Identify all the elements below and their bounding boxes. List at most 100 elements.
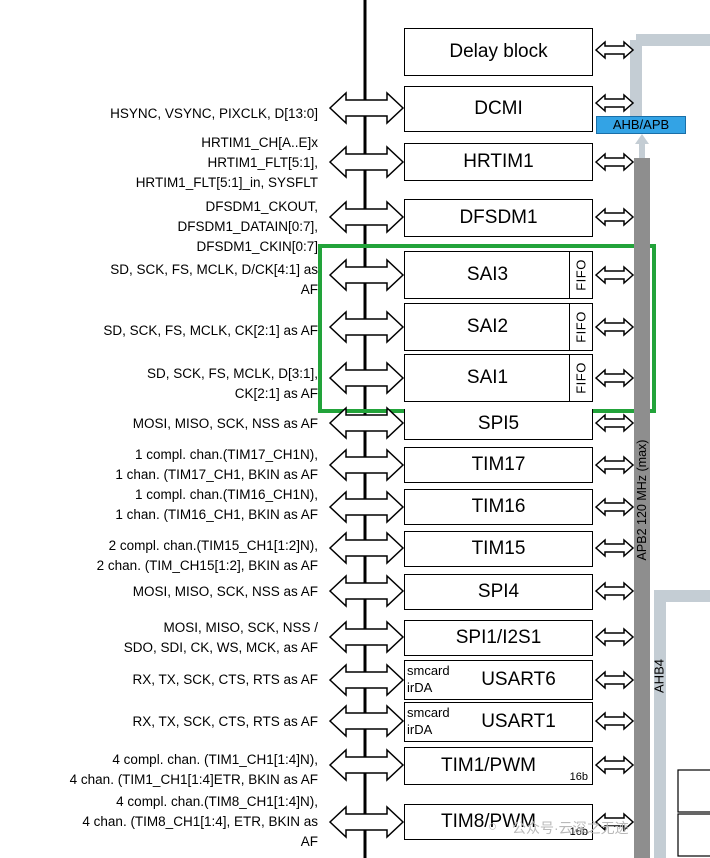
signals-tim8-line1: 4 compl. chan.(TIM8_CH1[1:4]N), [116,794,318,809]
right-arrow-icon-7 [594,413,635,433]
signals-tim1-line2: 4 chan. (TIM1_CH1[1:4]ETR, BKIN as AF [69,772,318,787]
block-tim16: TIM16 [404,489,593,525]
right-arrow-icon-2 [594,152,635,172]
signals-spi5: MOSI, MISO, SCK, NSS as AF [132,416,318,431]
signals-tim17-line2: 1 chan. (TIM17_CH1, BKIN as AF [115,467,318,482]
block-spi5-name: SPI5 [477,413,520,434]
signals-sai3-line2: AF [300,282,318,297]
tim1-bits: 16b [569,771,588,783]
left-arrow-icon-15 [328,805,405,839]
signals-dfsdm1-line1: DFSDM1_CKOUT, [205,199,318,214]
signals-tim8-line2: 4 chan. (TIM8_CH1[1:4], ETR, BKIN as [82,814,318,829]
signals-tim8: 4 compl. chan.(TIM8_CH1[1:4]N), 4 chan. … [82,792,318,852]
right-arrow-icon-13 [594,670,635,690]
bridge-arrow-icon [635,134,649,144]
left-arrows [328,91,405,839]
block-tim17: TIM17 [404,447,593,483]
usart1-smcard: smcard [407,705,450,720]
ahb-bus-top [630,34,710,118]
right-arrow-icon-11 [594,581,635,601]
signals-tim1-line1: 4 compl. chan. (TIM1_CH1[1:4]N), [112,752,318,767]
block-usart6: smcard irDA USART6 [404,660,593,700]
bridge-stem [639,142,645,158]
signals-tim17: 1 compl. chan.(TIM17_CH1N), 1 chan. (TIM… [115,445,318,485]
left-arrow-icon-4 [328,310,405,344]
right-arrow-icon-0 [594,40,635,60]
block-dfsdm1-name: DFSDM1 [459,207,538,228]
signals-tim16: 1 compl. chan.(TIM16_CH1N), 1 chan. (TIM… [115,485,318,525]
left-arrow-icon-13 [328,704,405,738]
usart6-irda: irDA [407,680,433,695]
right-arrow-icon-6 [594,368,635,388]
signals-sai1-line1: SD, SCK, FS, MCLK, D[3:1], [146,366,318,381]
sai3-fifo-label: FIFO [573,259,589,291]
block-tim8-name: TIM8/PWM [441,811,536,832]
signals-dcmi: HSYNC, VSYNC, PIXCLK, D[13:0] [110,106,318,121]
ahb4-bus [654,590,710,858]
ahb-apb-bridge: AHB/APB [596,116,686,134]
right-arrow-icon-1 [594,93,635,113]
usart6-smcard: smcard [407,663,450,678]
right-arrow-icon-3 [594,207,635,227]
block-tim15-name: TIM15 [471,538,526,559]
signals-spi1-line2: SDO, SDI, CK, WS, MCK, as AF [123,640,318,655]
sai1-fifo: FIFO [569,355,592,401]
block-sai1: SAI1 FIFO [404,354,593,402]
block-usart1: smcard irDA USART1 [404,702,593,742]
right-arrow-icon-4 [594,265,635,285]
block-delay-name: Delay block [449,41,548,62]
block-hrtim1: HRTIM1 [404,143,593,181]
sai2-fifo: FIFO [569,304,592,350]
sai1-fifo-label: FIFO [573,362,589,394]
block-sai2: SAI2 FIFO [404,303,593,351]
left-arrow-icon-12 [328,663,405,697]
block-delay: Delay block [404,28,593,76]
block-hrtim1-name: HRTIM1 [463,151,534,172]
right-arrow-icon-16 [594,812,635,832]
left-arrow-icon-11 [328,620,405,654]
tim8-bits: 16b [569,826,588,838]
left-arrow-icon-9 [328,531,405,565]
signals-spi1: MOSI, MISO, SCK, NSS / SDO, SDI, CK, WS,… [124,618,318,658]
signals-tim15-line2: 2 chan. (TIM_CH15[1:2], BKIN as AF [96,558,318,573]
signals-sai2: SD, SCK, FS, MCLK, CK[2:1] as AF [103,323,318,338]
block-dcmi-name: DCMI [474,98,523,119]
right-arrow-icon-9 [594,497,635,517]
signals-tim16-line1: 1 compl. chan.(TIM16_CH1N), [134,487,318,502]
sai2-fifo-label: FIFO [573,311,589,343]
signals-tim15-line1: 2 compl. chan.(TIM15_CH1[1:2]N), [108,538,318,553]
block-tim16-name: TIM16 [471,496,526,517]
signals-spi4: MOSI, MISO, SCK, NSS as AF [132,584,318,599]
block-sai3-name: SAI3 [466,264,509,285]
block-sai1-name: SAI1 [466,367,509,388]
block-spi4: SPI4 [404,574,593,610]
block-spi1-name: SPI1/I2S1 [455,627,542,648]
left-arrow-icon-10 [328,574,405,608]
right-arrow-icon-14 [594,711,635,731]
block-spi1-i2s1: SPI1/I2S1 [404,620,593,656]
signals-dfsdm1-line2: DFSDM1_DATAIN[0:7], [177,219,318,234]
left-arrow-icon-7 [328,448,405,482]
signals-tim15: 2 compl. chan.(TIM15_CH1[1:2]N), 2 chan.… [97,536,318,576]
right-arrows [594,40,635,832]
left-arrow-icon-1 [328,145,405,179]
usart1-irda: irDA [407,722,433,737]
left-arrow-icon-14 [328,748,405,782]
left-arrow-icon-5 [328,361,405,395]
apb2-bus [634,158,650,858]
block-tim1-pwm: TIM1/PWM 16b [404,747,593,785]
block-sai2-name: SAI2 [466,316,509,337]
left-arrow-icon-0 [328,91,405,125]
signals-tim17-line1: 1 compl. chan.(TIM17_CH1N), [134,447,318,462]
block-tim8-pwm: TIM8/PWM 16b [404,804,593,840]
left-arrow-icon-2 [328,200,405,234]
signals-tim8-line3: AF [300,834,318,849]
block-dfsdm1: DFSDM1 [404,199,593,237]
ahb4-label: AHB4 [651,659,667,693]
sai3-fifo: FIFO [569,252,592,298]
block-spi4-name: SPI4 [477,581,520,602]
signals-dfsdm1-line3: DFSDM1_CKIN[0:7] [196,239,318,254]
side-box-1 [677,769,710,813]
